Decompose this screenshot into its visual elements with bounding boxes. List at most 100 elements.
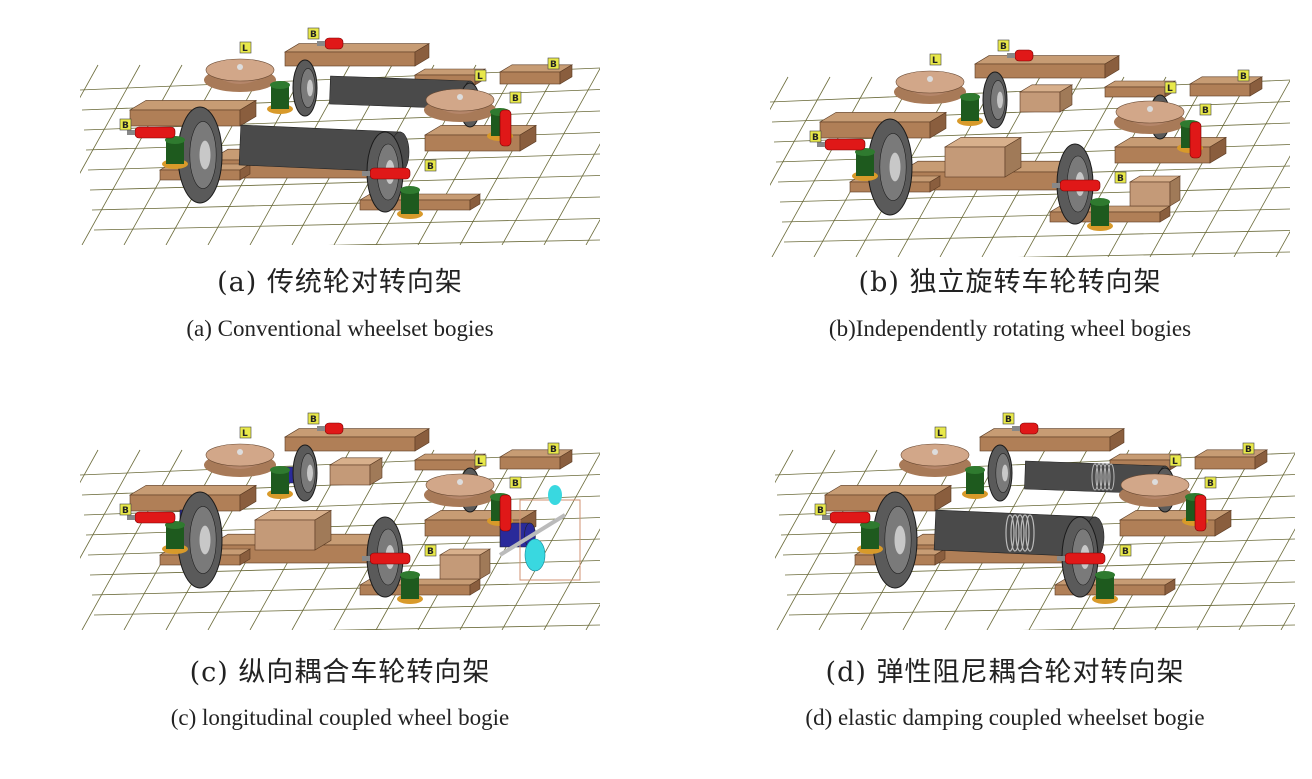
rear-side-frame-top	[973, 55, 1121, 65]
right-rear-beam-side	[559, 449, 573, 470]
bump-marker-top-box	[1002, 412, 1015, 425]
rear-side-frame-side	[1104, 55, 1120, 79]
bump-marker-right-text: B	[1202, 106, 1209, 116]
bump-marker-top: B	[307, 27, 320, 40]
bump-marker-left: B	[119, 118, 132, 131]
front-lateral-damper	[1052, 179, 1101, 192]
grid-line	[776, 449, 878, 630]
rear-top-damper-body	[324, 422, 344, 435]
front-lateral-damper	[1057, 552, 1106, 565]
front-hub-block-front	[254, 519, 316, 551]
bump-marker-top-box	[307, 412, 320, 425]
bolster-marker-right: L	[1169, 454, 1182, 467]
left-end-beam	[128, 484, 258, 512]
grid-line	[1233, 155, 1290, 257]
bolster-marker-right-text: L	[477, 72, 483, 82]
rear-top-damper-rod	[1012, 426, 1020, 431]
bolster-marker-left-box	[929, 53, 942, 66]
grid-line	[1196, 452, 1295, 630]
rear-left-wheel-hub	[1002, 464, 1008, 482]
bump-marker-front: B	[424, 159, 437, 172]
grid-line	[417, 449, 519, 630]
rear-hub-block	[1018, 84, 1074, 113]
left-lateral-damper-rod	[127, 515, 135, 520]
grid-line	[1280, 603, 1295, 630]
right-bolster	[1114, 100, 1186, 134]
bump-marker-rear: B	[547, 442, 560, 455]
grid-line	[1191, 79, 1290, 257]
bolster-marker-right-box	[474, 69, 487, 82]
bolster-marker-right-text: L	[1172, 457, 1178, 467]
grid-line	[788, 603, 1295, 616]
rear-hub-block-front	[329, 464, 371, 486]
left-lateral-damper-rod	[822, 515, 830, 520]
bump-marker-rear: B	[1237, 69, 1250, 82]
bump-marker-rear-text: B	[550, 445, 557, 455]
front-bottom-plate-side	[469, 578, 481, 596]
right-rear-beam-top	[498, 64, 574, 73]
bolster-marker-right: L	[1164, 81, 1177, 94]
bump-marker-right-text: B	[512, 479, 519, 489]
grid-line	[91, 581, 600, 596]
rear-elastic-coil	[1107, 463, 1115, 491]
bump-marker-right: B	[1204, 476, 1217, 489]
left-lateral-damper-body	[134, 511, 176, 524]
right-end-beam-top	[1113, 137, 1228, 148]
rear-crossbar-top	[1103, 80, 1177, 88]
left-spring	[162, 521, 188, 554]
front-hub-block	[253, 509, 333, 551]
bump-marker-rear-box	[1242, 442, 1255, 455]
grid-line	[80, 449, 99, 484]
front-lateral-damper-rod	[362, 556, 370, 561]
front-bottom-plate-side	[469, 193, 481, 211]
bump-marker-left-text: B	[122, 506, 129, 516]
left-spring	[852, 148, 878, 181]
left-bolster	[204, 58, 276, 92]
bump-marker-right: B	[509, 91, 522, 104]
front-elastic-coil	[1005, 514, 1015, 552]
right-rear-beam	[498, 64, 574, 85]
left-end-beam-top	[128, 485, 258, 496]
grid-line	[1017, 251, 1290, 257]
rear-hub-block-side	[369, 457, 383, 486]
bump-marker-rear-box	[1237, 69, 1250, 82]
right-hub-block	[1128, 175, 1182, 207]
right-end-beam-side	[519, 124, 537, 152]
right-end-beam-top	[423, 510, 538, 521]
front-elastic-coil	[1015, 514, 1025, 552]
rear-left-wheel	[292, 59, 318, 117]
right-bolster-pin	[1152, 479, 1158, 485]
right-hub-block-front	[1129, 181, 1171, 207]
front-lateral-damper-body	[1059, 179, 1101, 192]
grid-line	[417, 64, 519, 245]
rear-spring-cap	[270, 466, 290, 474]
rear-crossbar	[1103, 80, 1177, 98]
bolster-marker-right-box	[1169, 454, 1182, 467]
grid-line	[89, 175, 600, 191]
bump-marker-front-box	[424, 159, 437, 172]
rear-top-damper-body	[1014, 49, 1034, 62]
bump-marker-left: B	[814, 503, 827, 516]
front-spring-cap	[400, 571, 420, 579]
left-bolster-pin	[237, 64, 243, 70]
vertical-damper	[499, 109, 512, 147]
bump-marker-front: B	[1119, 544, 1132, 557]
bump-marker-top-text: B	[310, 415, 317, 425]
bump-marker-right-box	[509, 91, 522, 104]
rear-hub-block	[328, 457, 384, 486]
bump-marker-front-text: B	[1117, 174, 1124, 184]
bump-marker-rear: B	[1242, 442, 1255, 455]
bump-marker-right: B	[1199, 103, 1212, 116]
rear-top-damper-body	[324, 37, 344, 50]
grid-line	[93, 603, 600, 616]
right-rear-beam-front	[1189, 83, 1251, 97]
bolster-marker-left: L	[934, 426, 947, 439]
vertical-damper	[499, 494, 512, 532]
grid-line	[327, 239, 600, 245]
front-hub-block-side	[1004, 136, 1022, 178]
bolster-marker-left: L	[239, 41, 252, 54]
left-spring-coil	[861, 525, 879, 549]
